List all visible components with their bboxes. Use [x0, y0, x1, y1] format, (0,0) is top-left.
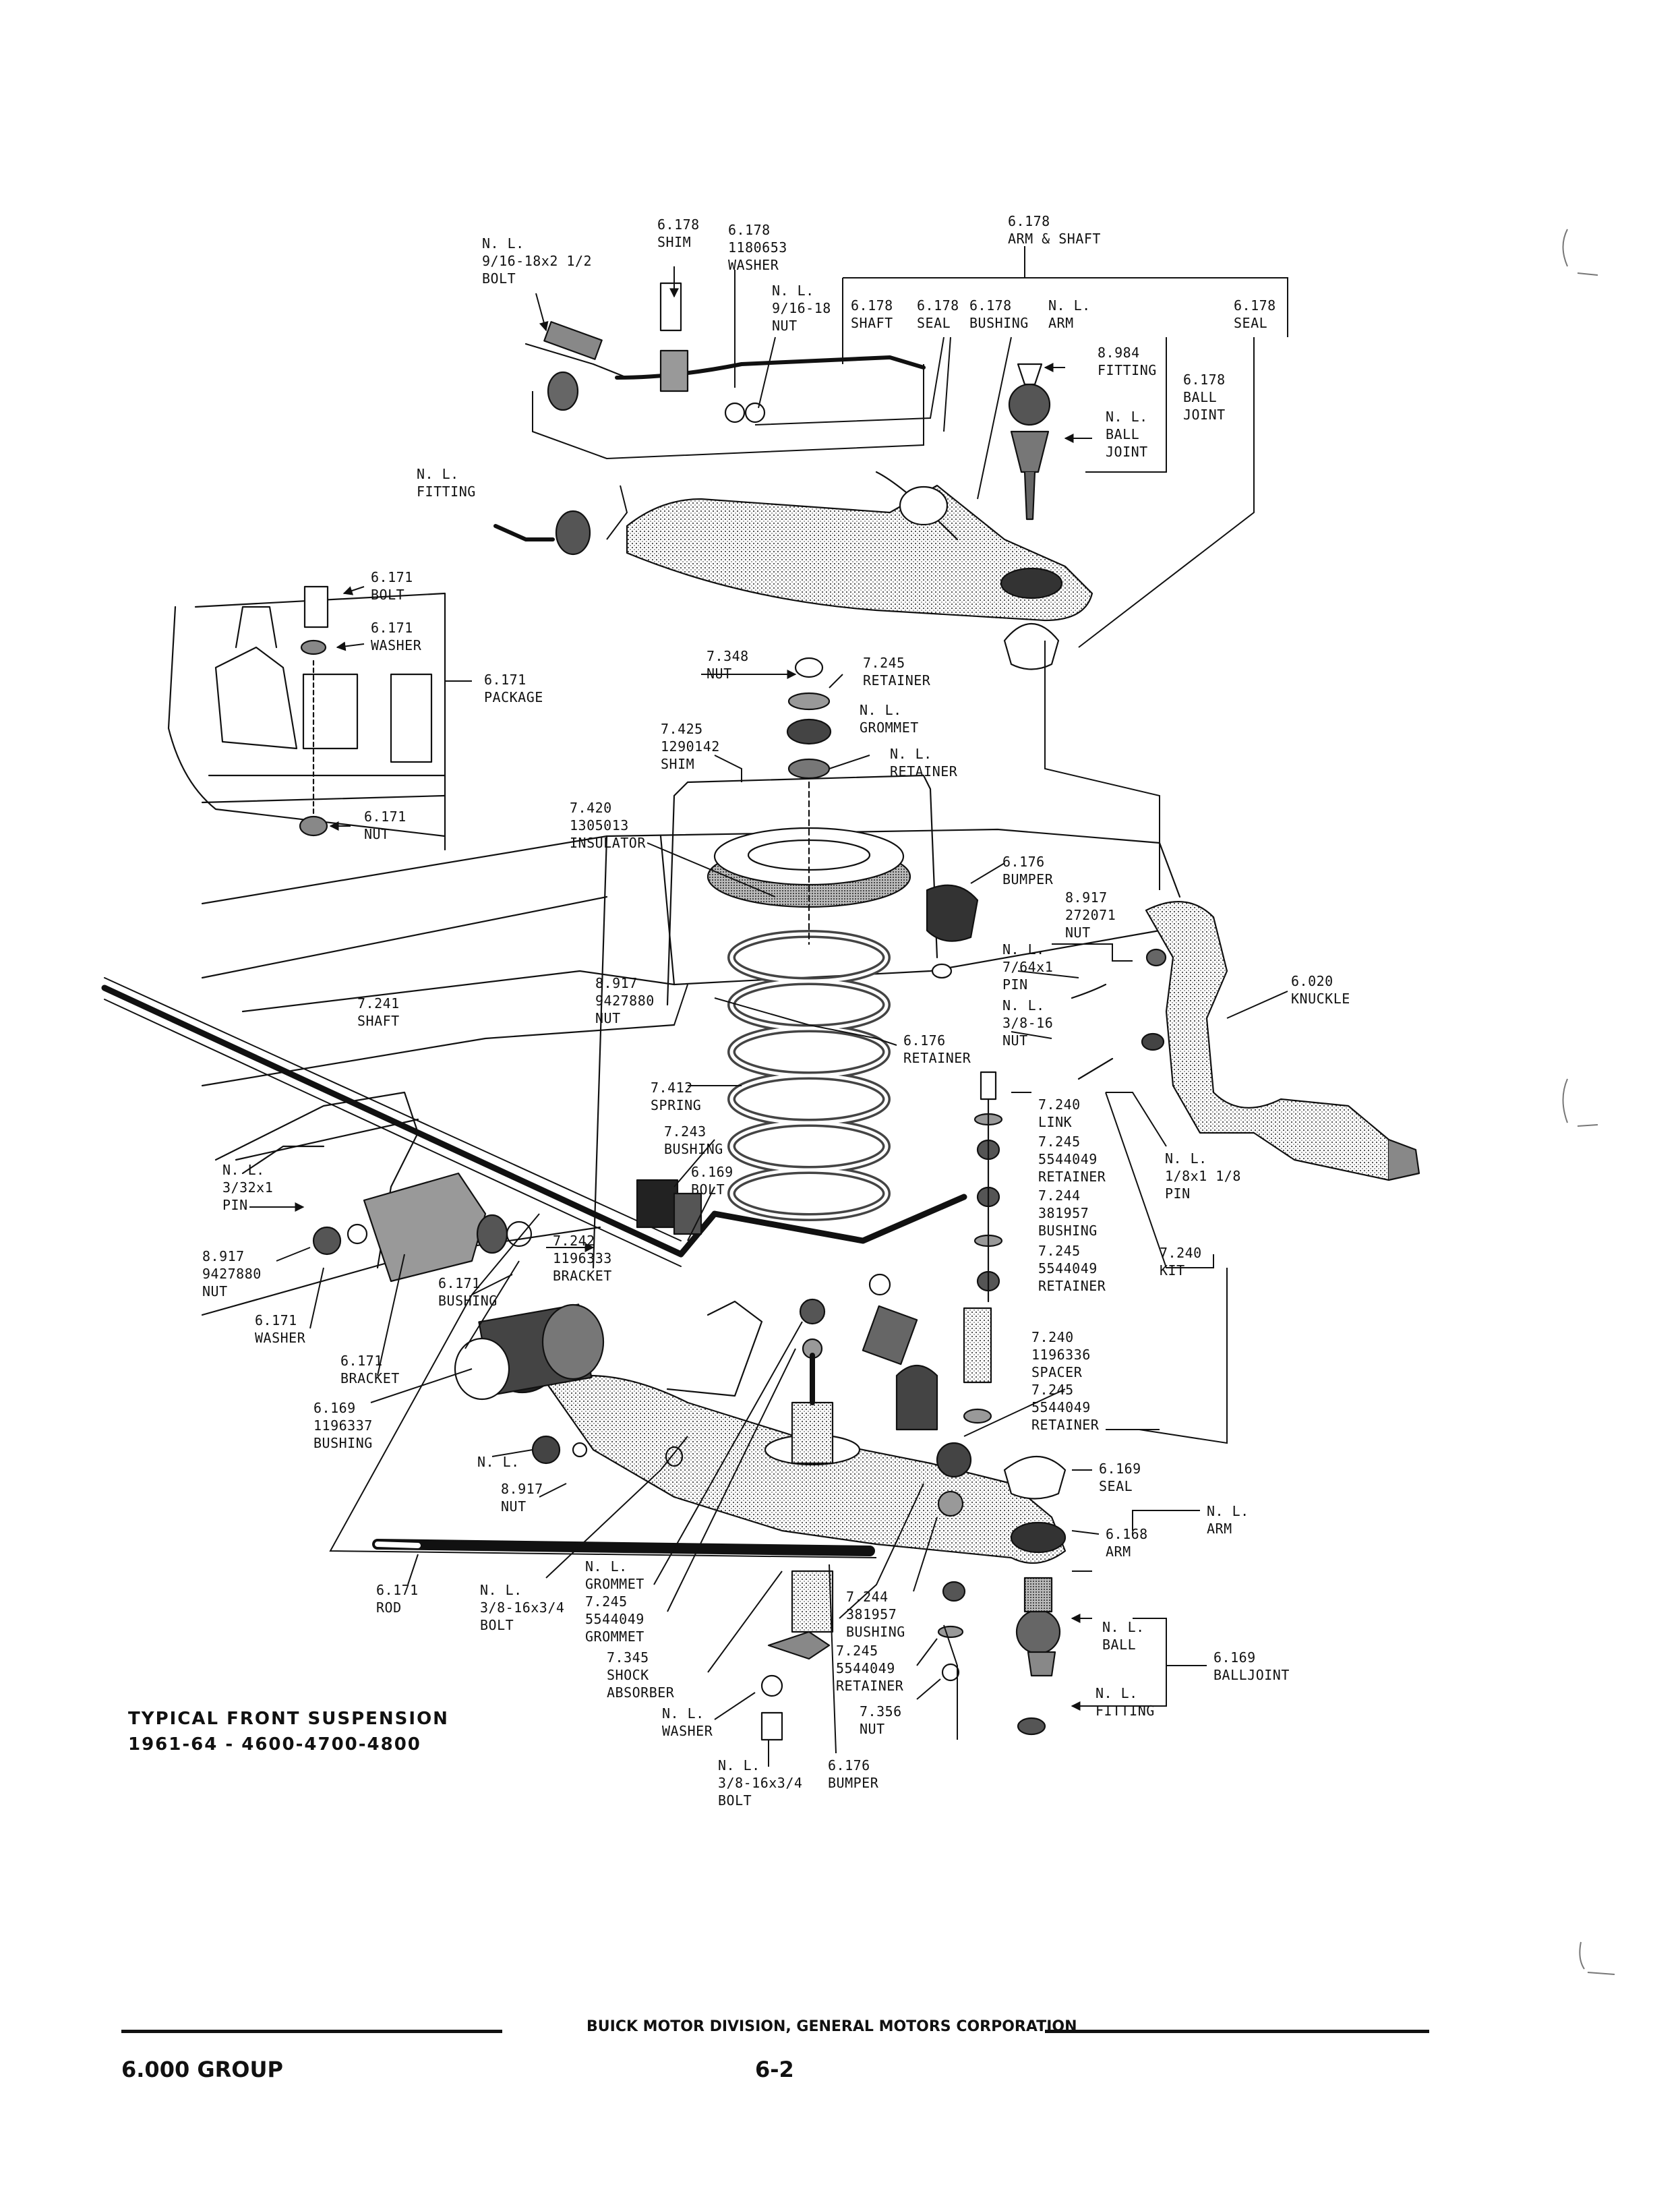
caption-models: 1961-64 - 4600-4700-4800 — [128, 1734, 421, 1755]
footer-page-number: 6-2 — [755, 2057, 794, 2082]
package-inset — [167, 592, 446, 851]
lower-seal — [1003, 1456, 1067, 1500]
footer-group: 6.000 GROUP — [121, 2057, 283, 2082]
label-retainer-nl: N. L.RETAINER — [890, 746, 958, 780]
frame-outline — [201, 828, 1181, 1013]
bumper-lower — [895, 1365, 938, 1431]
upper-control-arm — [626, 484, 1093, 622]
label-fitting-nl-lower: N. L.FITTING — [1096, 1685, 1155, 1719]
footer-rule-left — [121, 2030, 502, 2033]
label-washer-nl: N. L.WASHER — [662, 1705, 713, 1739]
link-kit — [963, 1071, 1003, 1424]
label-arm-upper: N. L.ARM — [1048, 297, 1091, 331]
label-nl-small: N. L. — [477, 1454, 520, 1470]
label-ball-nl: N. L.BALL — [1102, 1619, 1145, 1653]
caption-title: TYPICAL FRONT SUSPENSION — [128, 1709, 449, 1729]
tie-rod — [372, 1539, 875, 1556]
label-grommet-nl: N. L.GROMMET — [860, 702, 919, 736]
label-nl-fitting-left: N. L.FITTING — [417, 466, 476, 500]
bumper-upper — [926, 884, 979, 942]
label-arm-nl-lower: N. L.ARM — [1207, 1503, 1249, 1537]
upper-seal — [1003, 623, 1060, 670]
steering-knuckle — [1145, 901, 1390, 1181]
footer-rule-right — [1045, 2030, 1429, 2033]
lower-control-arm — [545, 1374, 1067, 1564]
figure-caption: TYPICAL FRONT SUSPENSION 1961-64 - 4600-… — [128, 1706, 449, 1757]
footer-company: BUICK MOTOR DIVISION, GENERAL MOTORS COR… — [587, 2018, 1077, 2035]
stabilizer-shaft — [101, 985, 967, 1258]
